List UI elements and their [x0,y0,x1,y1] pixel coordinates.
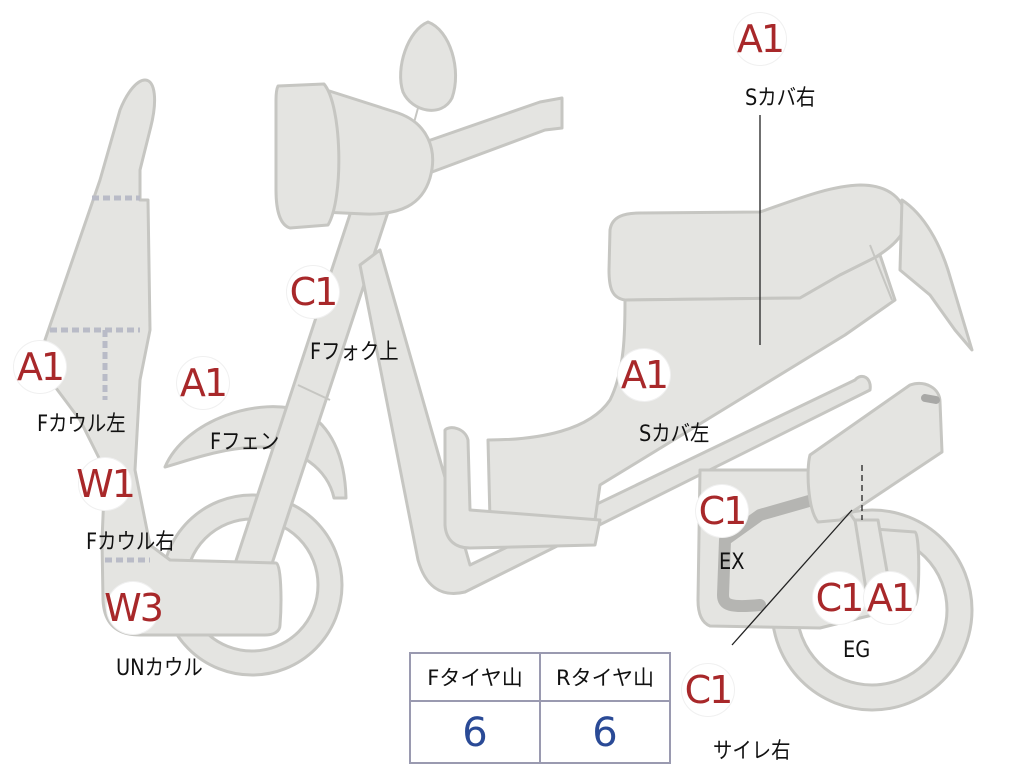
handlebar [423,96,564,174]
frame-tube [358,248,872,595]
badge-under-cowl: W3 [104,582,164,634]
label-f-cowl-right: Fカウル右 [86,530,175,555]
label-s-cover-right: Sカバ右 [745,86,816,111]
muffler [806,382,944,524]
badge-engine-2: A1 [864,572,916,624]
rear-tire-header: Rタイヤ山 [539,654,669,700]
rear-tail [898,198,974,352]
label-f-fender: Fフェン [210,430,280,455]
badge-f-fork-upper: C1 [287,266,339,318]
badge-f-cowl-left: A1 [14,341,66,393]
badge-engine-1: C1 [813,572,865,624]
label-exhaust: EX [719,550,745,575]
leader-silencer [731,509,853,646]
exhaust-pipe [717,489,836,613]
front-tire-header: Fタイヤ山 [427,666,523,690]
mirror [399,20,457,112]
badge-s-cover-left: A1 [618,349,670,401]
floor-step [443,426,602,550]
label-f-cowl-left: Fカウル左 [37,412,126,437]
label-s-cover-left: Sカバ左 [639,422,710,447]
front-tire-value: 6 [462,710,488,756]
muffler-tip [921,394,940,404]
badge-f-fender: A1 [177,357,229,409]
badge-exhaust: C1 [696,485,748,537]
handle-cover [318,86,435,216]
label-f-fork-upper: Fフォク上 [310,340,399,365]
label-silencer-right: サイレ右 [713,739,791,764]
badge-s-cover-right: A1 [734,13,786,65]
tire-tread-table: Fタイヤ山 Rタイヤ山 6 6 [409,652,671,764]
headlight [274,82,341,230]
rear-tire-value: 6 [539,702,669,764]
label-under-cowl: UNカウル [116,656,203,681]
label-engine: EG [843,638,871,663]
tire-table-header-row: Fタイヤ山 Rタイヤ山 [411,654,669,702]
badge-f-cowl-right: W1 [76,458,136,510]
badge-silencer-right: C1 [682,664,734,716]
tire-table-value-row: 6 6 [411,702,669,764]
